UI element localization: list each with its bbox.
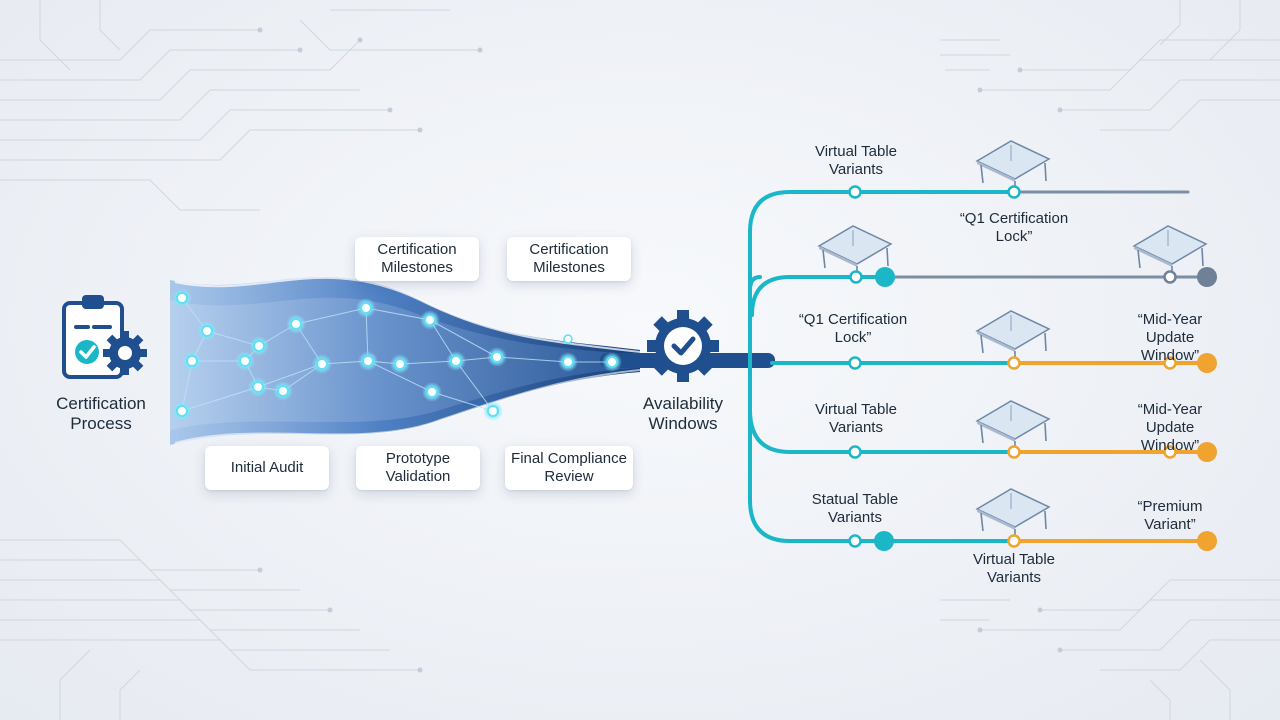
track-4-label-right: “Mid-Year Update Window” — [1137, 401, 1203, 454]
track-node — [1163, 356, 1177, 370]
track-node — [848, 445, 862, 459]
flow-node — [172, 288, 192, 308]
flow-node — [358, 351, 378, 371]
flow-node — [235, 351, 255, 371]
card-label: Certification Milestones — [529, 241, 609, 276]
track-node — [1163, 445, 1177, 459]
flow-node — [390, 354, 410, 374]
flow-node — [182, 351, 202, 371]
flow-node — [356, 298, 376, 318]
track-node — [849, 270, 863, 284]
card-label: Initial Audit — [230, 459, 304, 476]
track-node-filled — [1197, 442, 1217, 462]
flow-node — [312, 354, 332, 374]
track-node — [1007, 356, 1021, 370]
track-4-label-left: Virtual Table Variants — [814, 401, 898, 436]
track-node-filled — [874, 531, 894, 551]
track-1-label-right: “Q1 Certification Lock” — [959, 210, 1069, 245]
flow-node — [446, 351, 466, 371]
table-icon — [975, 310, 1051, 363]
table-icon — [975, 488, 1051, 541]
table-icons — [817, 140, 1208, 541]
card-final-compliance-review: Final Compliance Review — [505, 446, 633, 490]
track-5-label-bottom: Virtual Table Variants — [972, 551, 1056, 586]
card-label: Final Compliance Review — [511, 450, 627, 485]
track-1-label-left: Virtual Table Variants — [814, 143, 898, 178]
flow-node — [172, 401, 192, 421]
track-node-filled — [1197, 531, 1217, 551]
track-nodes — [848, 185, 1217, 551]
card-prototype-validation: Prototype Validation — [356, 446, 480, 490]
flow-node — [483, 401, 503, 421]
track-node — [848, 185, 862, 199]
card-certification-milestones-2: Certification Milestones — [507, 237, 631, 281]
flow-node — [558, 352, 578, 372]
track-node-filled — [875, 267, 895, 287]
card-initial-audit: Initial Audit — [205, 446, 329, 490]
track-node — [848, 534, 862, 548]
availability-windows-label: Availability Windows — [642, 394, 724, 433]
flow-node — [249, 336, 269, 356]
flow-node — [197, 321, 217, 341]
track-node — [1007, 445, 1021, 459]
table-icon — [817, 225, 893, 278]
flow-node — [422, 382, 442, 402]
flow-node — [273, 381, 293, 401]
track-5-label-left: Statual Table Variants — [811, 491, 899, 526]
track-node-filled — [1197, 353, 1217, 373]
track-node — [1007, 534, 1021, 548]
track-5-label-right: “Premium Variant” — [1137, 498, 1203, 533]
card-certification-milestones-1: Certification Milestones — [355, 237, 479, 281]
track-3-label-left: “Q1 Certification Lock” — [798, 311, 908, 346]
circuit-dots — [257, 27, 1063, 673]
flow-node — [487, 347, 507, 367]
table-icon — [975, 400, 1051, 453]
track-node — [1007, 185, 1021, 199]
track-node-filled — [1197, 267, 1217, 287]
flow-node — [286, 314, 306, 334]
table-icon — [975, 140, 1051, 193]
certification-process-label: Certification Process — [56, 394, 146, 433]
availability-tracks — [748, 190, 1210, 543]
gear-check-icon — [647, 310, 719, 382]
track-node — [848, 356, 862, 370]
flow-node — [602, 352, 622, 372]
card-label: Certification Milestones — [377, 241, 457, 276]
flow-node — [248, 377, 268, 397]
clipboard-gear-icon — [62, 295, 147, 379]
card-label: Prototype Validation — [385, 450, 451, 485]
track-node — [1163, 270, 1177, 284]
track-3-label-right: “Mid-Year Update Window” — [1137, 311, 1203, 364]
flow-node — [420, 310, 440, 330]
flow-nodes — [172, 288, 622, 421]
flow-node-detached — [563, 334, 573, 344]
table-icon — [1132, 225, 1208, 278]
